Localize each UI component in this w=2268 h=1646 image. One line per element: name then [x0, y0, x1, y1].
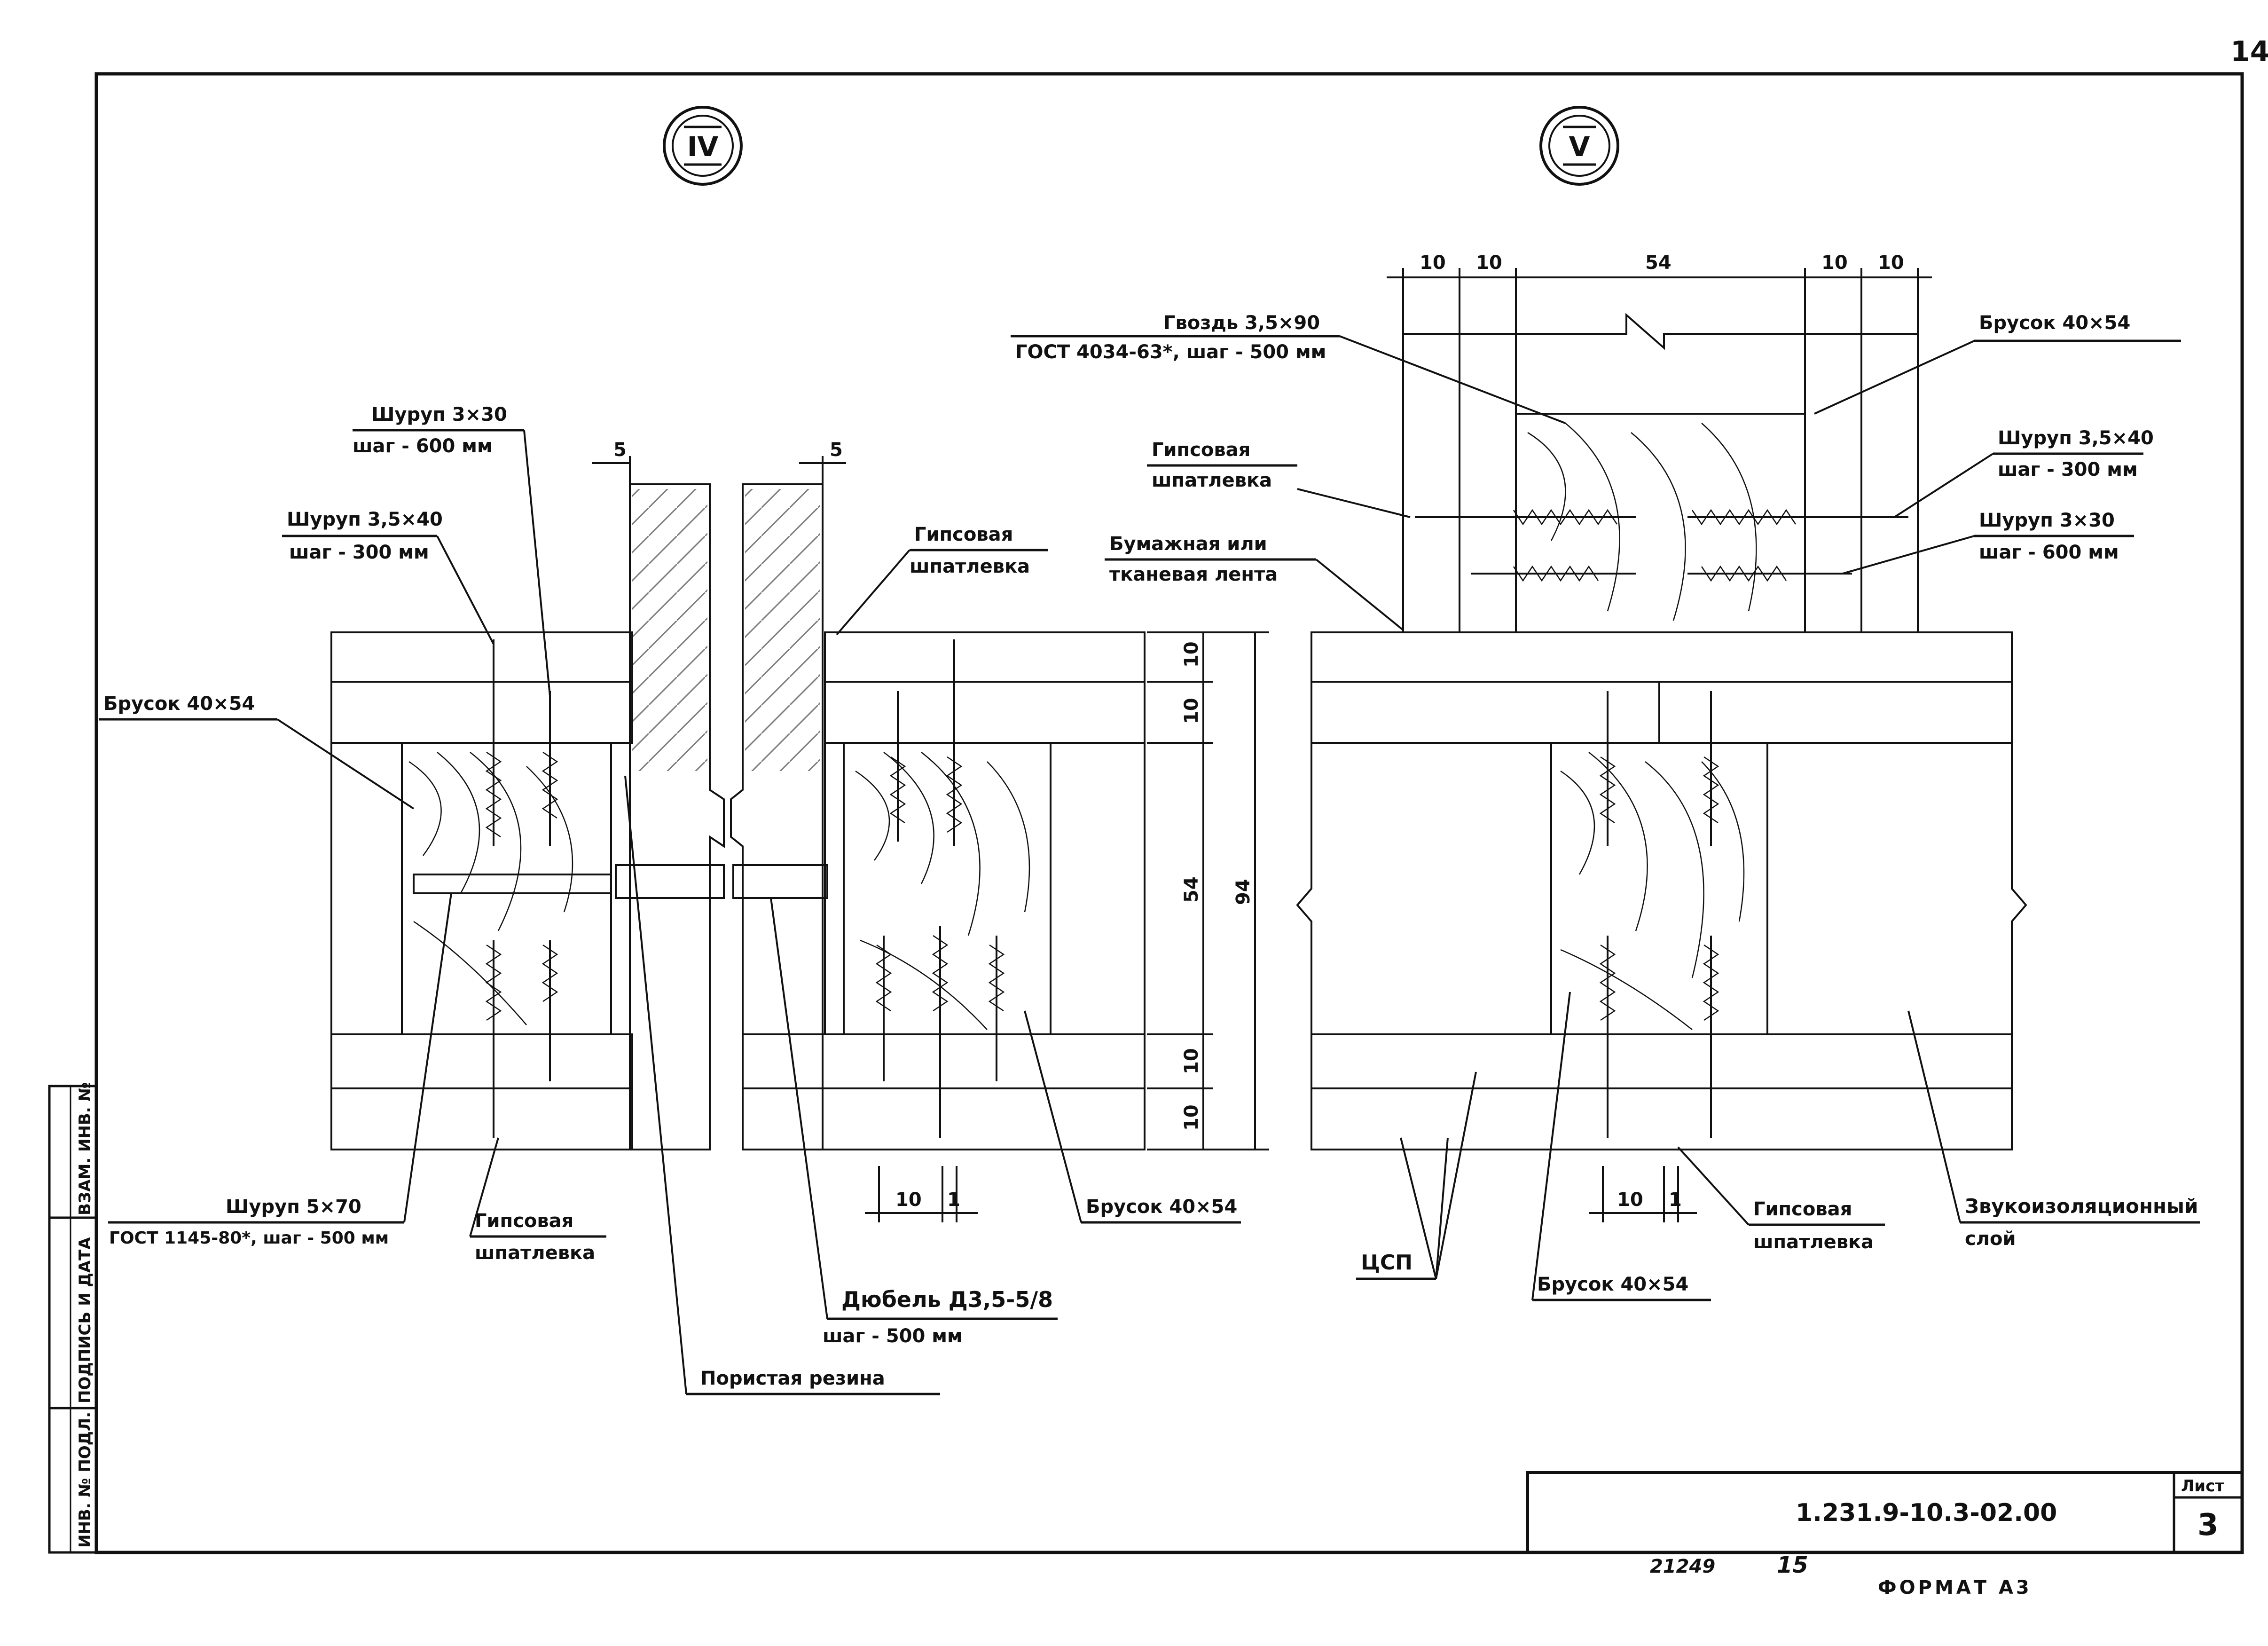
- dim-5-right: 5: [830, 439, 843, 461]
- label-screw-3x30-l-1: Шуруп 3×30: [371, 404, 507, 425]
- label-porous-rubber: Пористая резина: [700, 1368, 885, 1389]
- v-board-top: [1311, 631, 2013, 683]
- wall-panel-right: [730, 483, 824, 1150]
- label-tsp: ЦСП: [1361, 1251, 1413, 1275]
- section-iv: 5 5 10 10 54 10 10 94 10 1: [330, 439, 1269, 1222]
- soundproof-iv-left: [330, 742, 403, 1035]
- sheet-number: 3: [2197, 1508, 2219, 1543]
- v-soundproof-left: [1296, 742, 1552, 1035]
- stamp-podpis: ПОДПИСЬ И ДАТА: [76, 1237, 94, 1403]
- label-screw-3x30-l-2: шаг - 600 мм: [353, 435, 493, 457]
- bar-iv-left: [401, 742, 612, 1035]
- dim-top-10-a: 10: [1420, 252, 1446, 274]
- dim-bottom-iv-1: 1: [947, 1189, 960, 1211]
- dim-bottom-v-1: 1: [1669, 1189, 1682, 1211]
- label-gypsum-v-top-1: Гипсовая: [1152, 439, 1250, 461]
- label-dowel-1: Дюбель Д3,5-5/8: [841, 1287, 1053, 1312]
- side-stamp: ВЗАМ. ИНВ. № ПОДПИСЬ И ДАТА ИНВ. № ПОДЛ.: [48, 1082, 98, 1554]
- wall-panel-left: [629, 483, 725, 1150]
- v-board-bottom: [1311, 1087, 2013, 1150]
- board-iv-left-bottom: [330, 1087, 633, 1150]
- label-gypsum-v-top-2: шпатлевка: [1152, 470, 1272, 491]
- vdim-10-b: 10: [1181, 698, 1202, 724]
- dim-top-54: 54: [1645, 252, 1672, 274]
- sheet-label: Лист: [2181, 1477, 2224, 1496]
- footer-format: ФОРМАТ А3: [1878, 1577, 2032, 1599]
- document-code: 1.231.9-10.3-02.00: [1796, 1499, 2057, 1527]
- label-sound-2: слой: [1965, 1228, 2016, 1250]
- vdim-10-c: 10: [1181, 1048, 1202, 1074]
- label-screw-3x30-r-1: Шуруп 3×30: [1979, 510, 2115, 531]
- label-screw-3-5x40-r-1: Шуруп 3,5×40: [1998, 427, 2154, 449]
- label-screw-3x30-r-2: шаг - 600 мм: [1979, 542, 2119, 563]
- soundproof-iv-right: [1050, 742, 1146, 1035]
- label-gypsum-iv-top-1: Гипсовая: [914, 524, 1013, 545]
- dowel-right: [732, 864, 828, 899]
- callout-v-label: V: [1569, 131, 1590, 163]
- v-top-soundproof: [1515, 313, 1806, 415]
- v-top-board-l2: [1459, 333, 1517, 633]
- board-iv-right-top: [824, 631, 1146, 683]
- callout-iv: IV: [663, 106, 743, 186]
- label-sound-1: Звукоизоляционный: [1965, 1195, 2198, 1218]
- board-iv-left-second: [330, 681, 633, 744]
- callout-v: V: [1539, 106, 1619, 186]
- drawing-frame: [94, 72, 2244, 1554]
- vdim-94: 94: [1232, 879, 1254, 905]
- label-bar-top-right: Брусок 40×54: [1979, 312, 2130, 334]
- label-screw-3-5x40-l-1: Шуруп 3,5×40: [287, 509, 443, 530]
- footer-number: 15: [1777, 1552, 1808, 1578]
- page-number: 14: [2230, 35, 2268, 68]
- board-iv-left-top: [330, 631, 633, 683]
- label-gypsum-iv-bottom-1: Гипсовая: [475, 1210, 573, 1232]
- vdim-54: 54: [1181, 876, 1202, 903]
- board-iv-right-third: [742, 1033, 1146, 1089]
- v-bar: [1550, 742, 1768, 1035]
- vdim-10-d: 10: [1181, 1104, 1202, 1131]
- label-paper-tape-1: Бумажная или: [1109, 533, 1267, 555]
- board-iv-right-bottom: [742, 1087, 1146, 1150]
- label-gypsum-iv-bottom-2: шпатлевка: [475, 1242, 595, 1264]
- label-paper-tape-2: тканевая лента: [1109, 564, 1278, 585]
- label-screw-5x70-2: ГОСТ 1145-80*, шаг - 500 мм: [109, 1229, 389, 1248]
- dim-5-left: 5: [613, 439, 627, 461]
- screw-5x70-body: [413, 874, 612, 894]
- label-bar-iv-bottom: Брусок 40×54: [1086, 1196, 1237, 1218]
- dim-top-10-b: 10: [1476, 252, 1502, 274]
- dim-top-10-c: 10: [1821, 252, 1848, 274]
- board-iv-left-third: [330, 1033, 633, 1089]
- label-gypsum-v-bottom-2: шпатлевка: [1753, 1231, 1874, 1253]
- v-top-board-r1: [1804, 333, 1862, 633]
- v-board-second: [1311, 681, 2013, 744]
- title-block: 1.231.9-10.3-02.00 Лист 3: [1526, 1471, 2244, 1554]
- dim-bottom-iv-10: 10: [895, 1189, 922, 1211]
- label-bar-v-bottom: Брусок 40×54: [1537, 1274, 1688, 1295]
- label-gypsum-iv-top-2: шпатлевка: [910, 556, 1030, 577]
- annotations: Гвоздь 3,5×90 ГОСТ 4034-63*, шаг - 500 м…: [99, 312, 2200, 1395]
- board-iv-right-second: [824, 681, 1146, 744]
- label-bar-left: Брусок 40×54: [103, 693, 255, 715]
- dowel-left: [615, 864, 725, 899]
- label-screw-3-5x40-r-2: шаг - 300 мм: [1998, 459, 2138, 480]
- wall-hatch-right: [745, 489, 820, 771]
- label-screw-3-5x40-l-2: шаг - 300 мм: [289, 542, 429, 563]
- label-screw-5x70-1: Шуруп 5×70: [226, 1196, 361, 1218]
- dim-bottom-v-10: 10: [1617, 1189, 1643, 1211]
- stamp-inv: ИНВ. № ПОДЛ.: [76, 1412, 94, 1548]
- stamp-vzam: ВЗАМ. ИНВ. №: [76, 1082, 94, 1215]
- vdim-10-a: 10: [1181, 641, 1202, 668]
- wall-hatch-left: [632, 489, 707, 771]
- v-soundproof-right: [1766, 742, 2027, 1035]
- label-nail-title: Гвоздь 3,5×90: [1163, 312, 1320, 334]
- dim-top-10-d: 10: [1878, 252, 1904, 274]
- callout-iv-label: IV: [687, 131, 719, 163]
- label-dowel-2: шаг - 500 мм: [823, 1325, 963, 1347]
- label-gypsum-v-bottom-1: Гипсовая: [1753, 1198, 1852, 1220]
- footer-inv-number: 21249: [1650, 1556, 1715, 1577]
- v-board-third: [1311, 1033, 2013, 1089]
- section-v: 10 10 54 10 10 10 1: [1296, 252, 2027, 1222]
- label-nail-gost: ГОСТ 4034-63*, шаг - 500 мм: [1015, 341, 1326, 363]
